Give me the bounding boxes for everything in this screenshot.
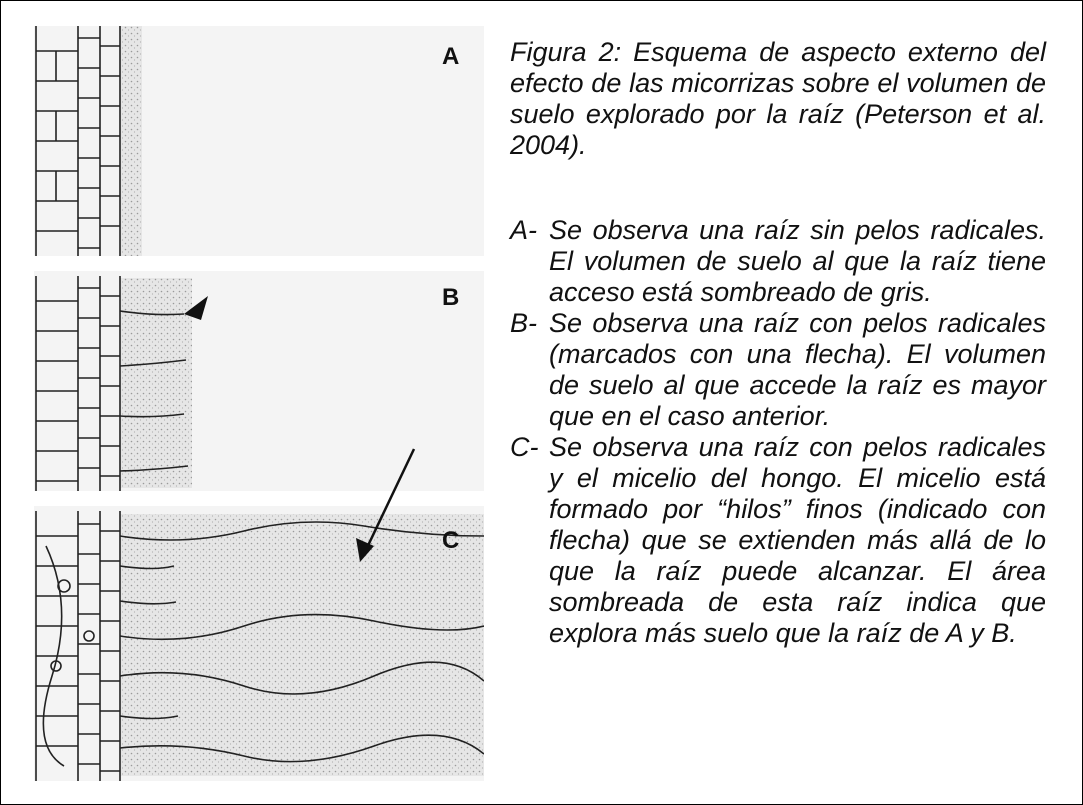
panel-label-b: B <box>442 284 460 311</box>
panel-a-drawing <box>34 26 484 256</box>
panel-a-root-cells <box>35 26 121 256</box>
figure-legend: A- Se observa una raíz sin pelos radical… <box>510 215 1046 649</box>
panel-c-arrow <box>356 448 416 562</box>
legend-text: Se observa una raíz con pelos radicales … <box>549 432 1046 648</box>
legend-marker: A- <box>510 215 537 245</box>
panel-b-drawing <box>34 271 484 491</box>
legend-marker: C- <box>510 432 539 462</box>
panel-label-a: A <box>442 43 460 70</box>
panel-a-shaded-soil <box>120 26 142 256</box>
root-illustration <box>34 26 484 781</box>
panel-b-arrowhead <box>184 296 208 320</box>
legend-marker: B- <box>510 308 537 338</box>
panel-c-hyphae <box>119 521 484 763</box>
panel-b-root-hairs <box>119 310 189 472</box>
panel-b-shaded-soil <box>120 278 192 488</box>
caption-text: Figura 2: Esquema de aspecto externo del… <box>510 37 1046 160</box>
figure-caption: Figura 2: Esquema de aspecto externo del… <box>510 37 1046 161</box>
panel-c-drawing <box>34 448 484 781</box>
legend-text: Se observa una raíz con pelos radicales … <box>549 308 1046 431</box>
panel-c-root-cells <box>35 511 121 781</box>
panel-label-c: C <box>442 527 460 554</box>
panel-c-shaded-soil <box>120 514 484 776</box>
panel-b-root-cells <box>35 276 121 491</box>
legend-item-b: B- Se observa una raíz con pelos radical… <box>510 308 1046 432</box>
legend-text: Se observa una raíz sin pelos radicales.… <box>549 215 1046 307</box>
legend-item-a: A- Se observa una raíz sin pelos radical… <box>510 215 1046 308</box>
legend-item-c: C- Se observa una raíz con pelos radical… <box>510 432 1046 649</box>
